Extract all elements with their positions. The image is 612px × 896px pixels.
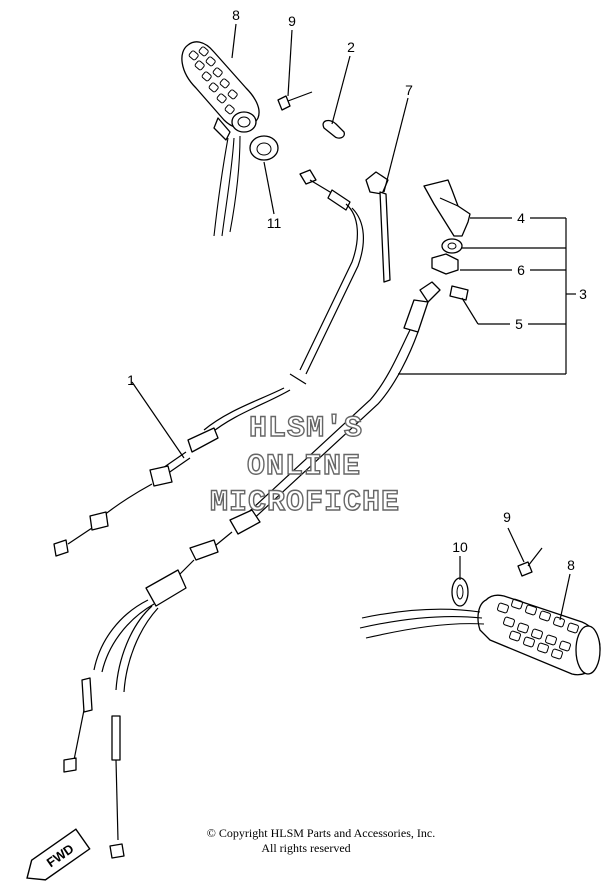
pin-5: [449, 285, 469, 301]
callout-5: 5: [515, 316, 523, 332]
copyright-line-2: All rights reserved: [261, 841, 351, 855]
copyright-line-1: © Copyright HLSM Parts and Accessories, …: [206, 826, 436, 840]
clip-2: [322, 119, 345, 139]
cable-2-lower: [63, 281, 441, 859]
callout-8-left: 8: [232, 7, 240, 23]
callout-1: 1: [127, 372, 135, 388]
collar-11: [249, 135, 279, 161]
throttle-lever-4: [423, 179, 471, 237]
callout-2: 2: [347, 39, 355, 55]
left-grip: [181, 41, 260, 237]
screw-9-right: [517, 547, 543, 577]
callout-11: 11: [267, 215, 282, 231]
callout-6: 6: [517, 262, 525, 278]
watermark-line-3: MICROFICHE: [210, 486, 400, 520]
callout-3: 3: [579, 286, 587, 302]
callout-7: 7: [405, 82, 413, 98]
cable-1-upper: [53, 169, 364, 557]
washer-part: [441, 238, 463, 254]
callout-4: 4: [517, 210, 525, 226]
right-grip: [359, 594, 601, 676]
screw-9-left: [277, 91, 313, 111]
callout-9-left: 9: [288, 13, 296, 29]
collar-10: [451, 577, 469, 607]
cable-tie-7: [365, 171, 391, 283]
leader-lines: [131, 23, 576, 621]
callout-8-right: 8: [567, 557, 575, 573]
copyright-notice: © Copyright HLSM Parts and Accessories, …: [0, 826, 612, 856]
nut-6: [431, 253, 459, 275]
callout-10: 10: [452, 539, 468, 555]
callout-9-right: 9: [503, 509, 511, 525]
watermark-line-1: HLSM'S: [249, 412, 363, 446]
watermark-line-2: ONLINE: [247, 450, 361, 484]
